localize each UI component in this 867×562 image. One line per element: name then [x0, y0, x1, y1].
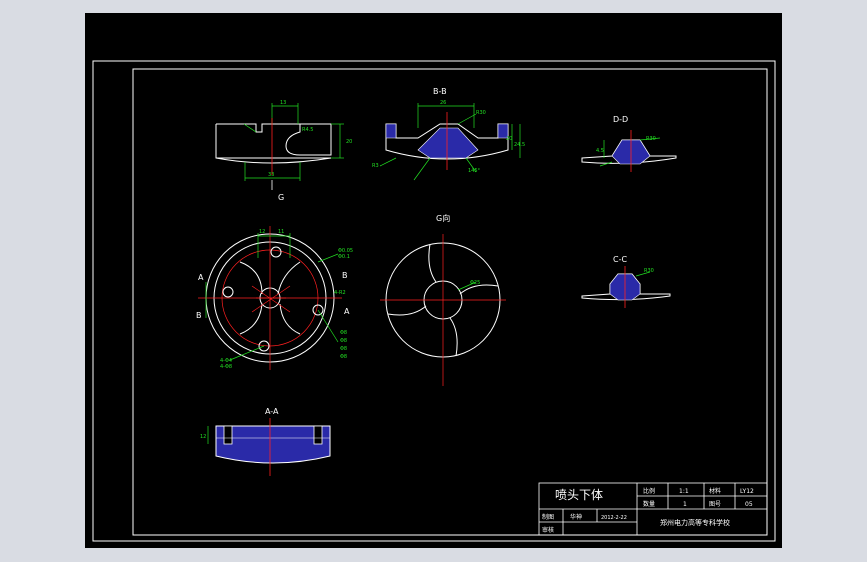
- plan-dims: [205, 233, 339, 361]
- dim-side-r: R4.5: [302, 127, 313, 133]
- title-draw-label: 制图: [542, 513, 554, 521]
- bb-section: [385, 112, 509, 170]
- dim-plan-phi-4: Φ8: [340, 354, 347, 360]
- title-drawing-no-value: 05: [745, 501, 753, 508]
- dim-plan-d2: Φ0.1: [338, 254, 350, 260]
- g-dia-leader: [457, 281, 477, 291]
- section-mark-b-left: B: [196, 311, 202, 320]
- g-view-title: G向: [436, 213, 450, 223]
- dim-plan-12: 12: [259, 229, 265, 235]
- title-material-label: 材料: [709, 487, 721, 495]
- dim-bb-h1: 20: [506, 136, 512, 142]
- aa-title: A-A: [265, 407, 279, 416]
- dim-side-width: 13: [280, 100, 286, 106]
- bb-title: B-B: [433, 87, 447, 96]
- dim-aa-h: 12: [200, 434, 206, 440]
- title-draw-name: 华神: [570, 513, 582, 521]
- plan-holes: [222, 246, 324, 352]
- dd-title: D-D: [613, 115, 628, 124]
- section-mark-a-right: A: [344, 307, 350, 316]
- title-school: 郑州电力高等专科学校: [660, 518, 730, 527]
- cc-section: [581, 266, 671, 308]
- title-drawing-no-label: 图号: [709, 501, 721, 508]
- dim-g-dia: Φ25: [470, 280, 480, 286]
- section-mark-a-left: A: [198, 273, 204, 282]
- dim-bb-h2: 24.5: [514, 142, 525, 148]
- title-drawing-name: 喷头下体: [555, 488, 603, 502]
- title-date: 2012-2-22: [601, 515, 627, 521]
- dim-side-height: 20: [346, 139, 352, 145]
- title-block: [538, 482, 768, 536]
- dim-dd-r: R30: [646, 136, 656, 142]
- aa-section: [215, 418, 331, 476]
- dim-dd-h: 4.5: [596, 148, 604, 154]
- outer-border: [92, 60, 776, 542]
- title-ratio-value: 1:1: [679, 488, 689, 495]
- title-qty-label: 数量: [643, 500, 655, 508]
- dim-plan-d1: Φ0.05: [338, 248, 353, 254]
- cc-title: C-C: [613, 255, 627, 264]
- bb-dims: [379, 103, 521, 181]
- dim-cc-r: R30: [644, 268, 654, 274]
- dim-plan-holes2: 4-Φ8: [220, 364, 232, 370]
- dim-bb-r: R30: [476, 110, 486, 116]
- g-arrow-label: G: [278, 193, 284, 202]
- cc-r-leader: [635, 271, 651, 277]
- plan-center-lines: [198, 226, 342, 370]
- drawing-paper: [85, 13, 782, 548]
- dd-dims: [599, 137, 661, 167]
- section-mark-b-right: B: [342, 271, 348, 280]
- dim-plan-phi-3: Φ8: [340, 346, 347, 352]
- g-view-center-lines: [380, 234, 506, 386]
- title-check-label: 审核: [542, 526, 554, 534]
- title-qty-value: 1: [683, 501, 687, 508]
- dim-plan-holes1: 4-Φ4: [220, 358, 232, 364]
- dim-plan-r: 4-R2: [334, 290, 346, 296]
- inner-border: [132, 68, 768, 536]
- dim-plan-phi-2: Φ8: [340, 338, 347, 344]
- dim-bb-r2: R3: [372, 163, 379, 169]
- dim-bb-angle: 145°: [468, 168, 481, 174]
- dim-plan-phi-1: Φ8: [340, 330, 347, 336]
- dim-bb-width: 26: [440, 100, 446, 106]
- dim-plan-11: 11: [278, 229, 284, 235]
- dd-section: [581, 130, 677, 172]
- title-material-value: LY12: [740, 488, 754, 495]
- side-view: [215, 123, 332, 164]
- side-view-dims: [243, 103, 344, 181]
- title-ratio-label: 比例: [643, 487, 655, 495]
- dim-side-bottom: 33: [268, 172, 274, 178]
